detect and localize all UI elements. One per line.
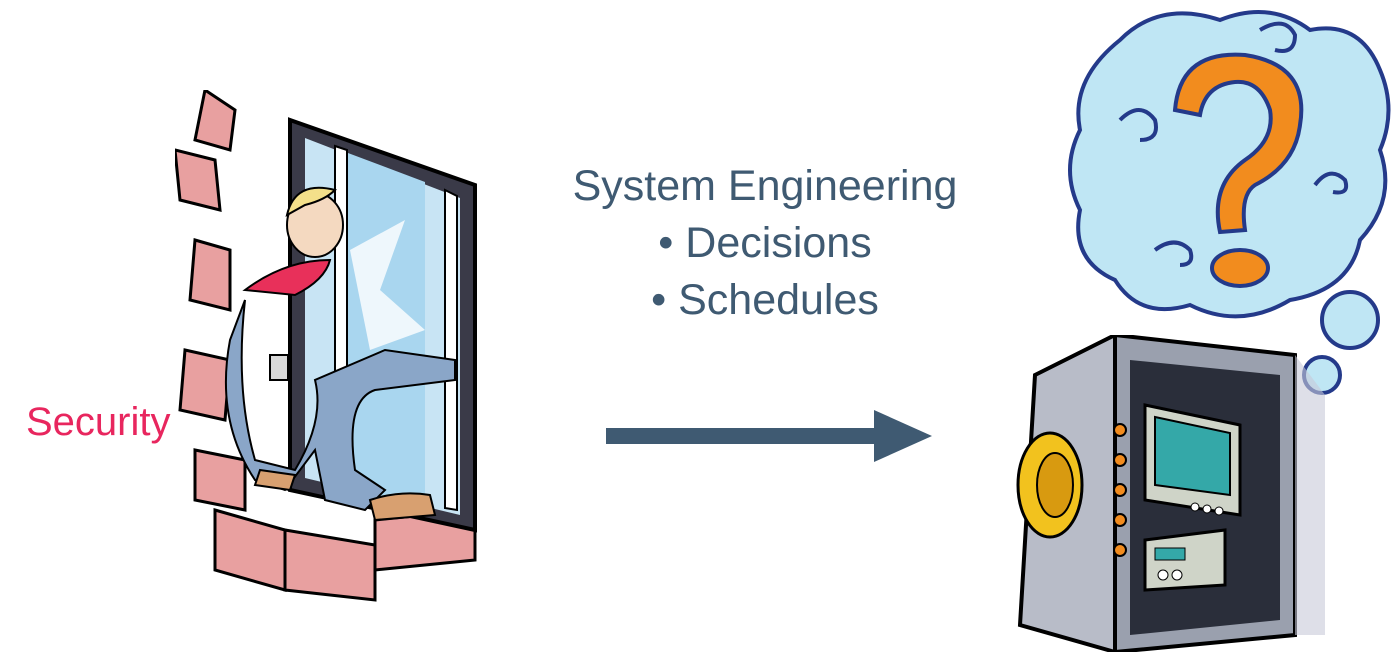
question-mark-thought-cloud [1068,10,1391,395]
right-arrow-icon [606,410,932,462]
burglar-window-illustration [175,90,477,602]
question-mark-icon [1172,52,1304,288]
bullet-item-decisions: • Decisions [520,215,1010,272]
computer-monitor-icon [1143,403,1242,517]
bullet-item-schedules: • Schedules [520,272,1010,329]
safe-bolts [1113,423,1127,557]
heading-system-engineering: System Engineering [572,162,958,210]
bullet-text: Decisions [685,219,872,267]
computer-safe-illustration [1016,335,1325,652]
brick-wall [175,90,477,602]
bullet-glyph: • [651,276,667,324]
bullet-glyph: • [658,219,674,267]
thought-cloud [1068,10,1391,395]
security-label: Security [26,400,171,444]
bullet-text: Schedules [678,276,879,324]
safe-dial-icon [1016,431,1084,539]
burglar-figure [224,186,456,522]
center-text-block: System Engineering • Decisions • Schedul… [520,158,1010,329]
computer-base-icon [1143,528,1227,592]
